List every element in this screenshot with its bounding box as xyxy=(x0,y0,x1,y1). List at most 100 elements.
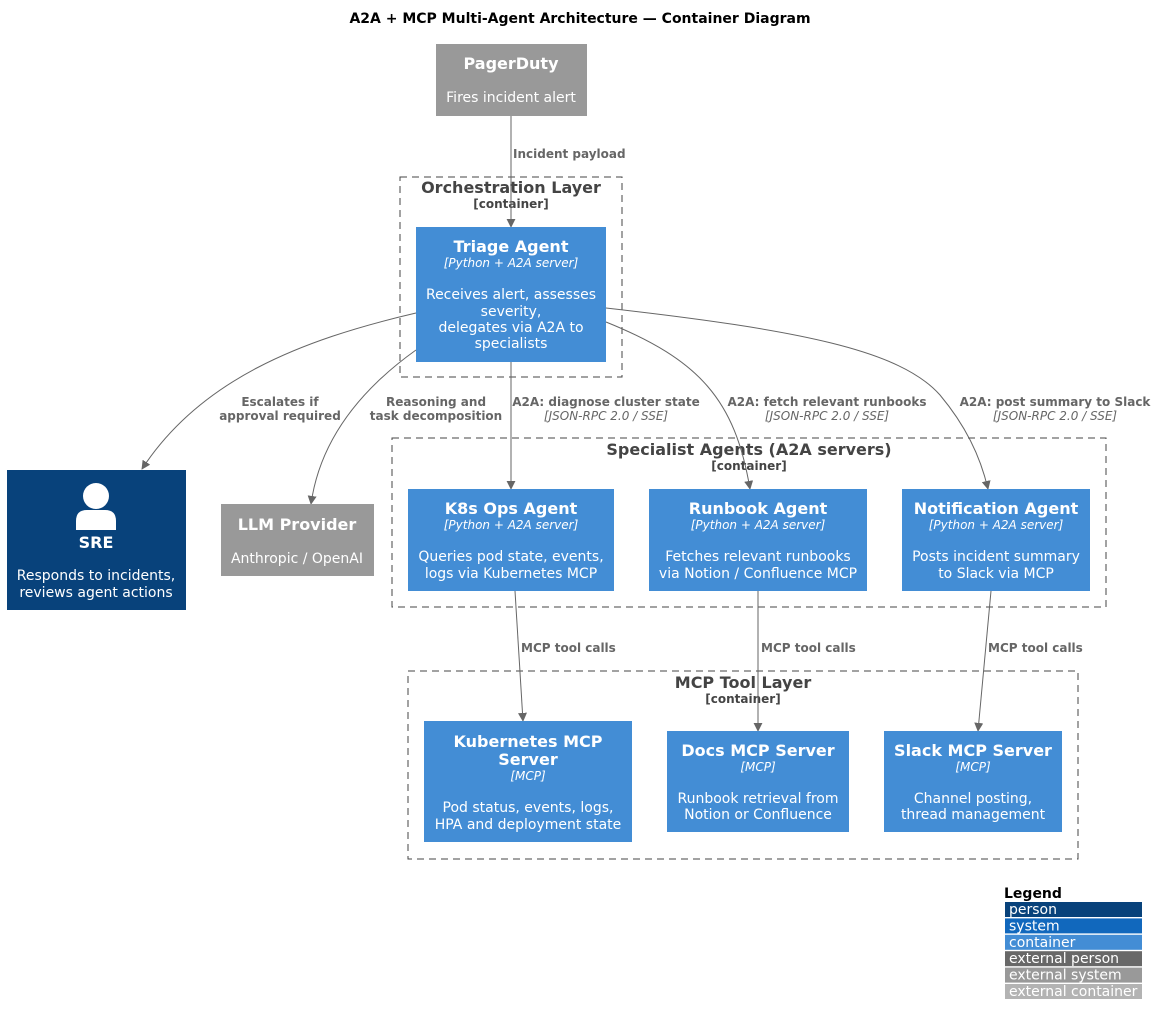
legend-label: external container xyxy=(1009,984,1138,1000)
node-notification-agent[interactable]: Notification Agent [Python + A2A server]… xyxy=(902,489,1090,591)
edge-label-line: MCP tool calls xyxy=(761,641,856,655)
boundary-subtitle: [container] xyxy=(711,459,786,473)
node-technology: [MCP] xyxy=(955,760,991,774)
node-title: Docs MCP Server xyxy=(681,741,834,760)
edge-label-line: A2A: fetch relevant runbooks xyxy=(728,395,927,409)
node-title: K8s Ops Agent xyxy=(445,499,578,518)
legend-item-external-person: external person xyxy=(1005,951,1142,967)
node-description: specialists xyxy=(475,336,548,352)
legend-label: system xyxy=(1009,918,1060,934)
edge-fetch xyxy=(605,321,754,490)
legend-item-external-container: external container xyxy=(1005,984,1142,1000)
edge-label-incident: Incident payload xyxy=(513,147,626,161)
node-title: Notification Agent xyxy=(914,499,1079,518)
edge-label-line: MCP tool calls xyxy=(988,641,1083,655)
edge-label-tech: [JSON-RPC 2.0 / SSE] xyxy=(544,409,669,423)
node-triage-agent[interactable]: Triage Agent [Python + A2A server] Recei… xyxy=(416,227,606,362)
legend-item-container: container xyxy=(1005,934,1142,951)
node-title: PagerDuty xyxy=(463,54,559,73)
node-description: severity, xyxy=(481,304,542,320)
node-technology: [Python + A2A server] xyxy=(691,518,826,532)
node-title: Triage Agent xyxy=(454,237,569,256)
node-description: Posts incident summary xyxy=(912,549,1080,565)
node-llm-provider[interactable]: LLM Provider Anthropic / OpenAI xyxy=(221,504,374,576)
edge-label-tech: [JSON-RPC 2.0 / SSE] xyxy=(993,409,1118,423)
node-technology: [Python + A2A server] xyxy=(444,518,579,532)
legend-label: external person xyxy=(1009,951,1119,967)
boundary-title: Specialist Agents (A2A servers) xyxy=(606,440,891,459)
boundary-specialist: Specialist Agents (A2A servers) [contain… xyxy=(391,437,1107,608)
node-k8s-ops-agent[interactable]: K8s Ops Agent [Python + A2A server] Quer… xyxy=(408,489,614,591)
node-technology: [MCP] xyxy=(510,769,546,783)
edge-label-line: Reasoning and xyxy=(386,395,486,409)
node-description: to Slack via MCP xyxy=(938,566,1054,582)
edge-label-line: approval required xyxy=(219,409,341,423)
node-kubernetes-mcp-server[interactable]: Kubernetes MCP Server [MCP] Pod status, … xyxy=(424,721,632,842)
boundary-title: MCP Tool Layer xyxy=(675,673,812,692)
legend-label: external system xyxy=(1009,968,1122,984)
edge-label-line: Escalates if xyxy=(241,395,319,409)
boundary-mcp: MCP Tool Layer [container] xyxy=(407,670,1079,860)
node-slack-mcp-server[interactable]: Slack MCP Server [MCP] Channel posting, … xyxy=(884,731,1062,832)
legend-swatch xyxy=(1005,951,1142,967)
edge-post xyxy=(605,307,991,490)
edge-label-mcp-slack: MCP tool calls xyxy=(988,641,1083,655)
edge-escalates xyxy=(141,312,417,470)
node-description: via Notion / Confluence MCP xyxy=(659,566,857,582)
node-sre[interactable]: SRE Responds to incidents, reviews agent… xyxy=(7,470,186,610)
node-title: LLM Provider xyxy=(238,515,357,534)
node-description: Pod status, events, logs, xyxy=(443,800,614,816)
edge-reasoning xyxy=(307,349,417,505)
edge-label-diagnose: A2A: diagnose cluster state [JSON-RPC 2.… xyxy=(512,395,700,423)
node-docs-mcp-server[interactable]: Docs MCP Server [MCP] Runbook retrieval … xyxy=(667,731,849,832)
node-description: Anthropic / OpenAI xyxy=(231,551,363,567)
edge-label-reasoning: Reasoning and task decomposition xyxy=(370,395,502,423)
edge-label-mcp-docs: MCP tool calls xyxy=(761,641,856,655)
node-description: reviews agent actions xyxy=(19,585,172,601)
legend-swatch xyxy=(1005,934,1142,950)
boundary-subtitle: [container] xyxy=(705,692,780,706)
legend-item-system: system xyxy=(1005,918,1142,934)
edge-label-line: task decomposition xyxy=(370,409,502,423)
node-description: Channel posting, xyxy=(914,791,1032,807)
edge-label-line: A2A: post summary to Slack xyxy=(960,395,1152,409)
node-description: thread management xyxy=(901,807,1046,823)
node-description: Responds to incidents, xyxy=(17,568,175,584)
node-description: Notion or Confluence xyxy=(684,807,832,823)
node-title: Kubernetes MCP xyxy=(454,732,603,751)
legend-swatch xyxy=(1005,967,1142,983)
node-description: Fires incident alert xyxy=(446,90,576,106)
person-icon xyxy=(76,483,116,530)
node-title: SRE xyxy=(79,533,114,552)
node-description: Fetches relevant runbooks xyxy=(665,549,850,565)
diagram-title: A2A + MCP Multi-Agent Architecture — Con… xyxy=(349,11,810,27)
node-description: Queries pod state, events, xyxy=(418,549,603,565)
edge-mcp-k8s xyxy=(514,590,527,722)
edge-label-line: A2A: diagnose cluster state xyxy=(512,395,700,409)
node-pagerduty[interactable]: PagerDuty Fires incident alert xyxy=(436,44,587,116)
legend-label: person xyxy=(1009,902,1057,918)
edge-label-mcp-k8s: MCP tool calls xyxy=(521,641,616,655)
node-description: logs via Kubernetes MCP xyxy=(425,566,597,582)
node-description: delegates via A2A to xyxy=(438,320,583,336)
edge-label-tech: [JSON-RPC 2.0 / SSE] xyxy=(765,409,890,423)
node-runbook-agent[interactable]: Runbook Agent [Python + A2A server] Fetc… xyxy=(649,489,867,591)
node-title: Runbook Agent xyxy=(689,499,828,518)
node-title: Slack MCP Server xyxy=(894,741,1052,760)
edge-mcp-slack xyxy=(974,590,992,732)
node-technology: [Python + A2A server] xyxy=(929,518,1064,532)
edge-label-line: MCP tool calls xyxy=(521,641,616,655)
node-technology: [MCP] xyxy=(740,760,776,774)
edge-labels: Incident payload Escalates if approval r… xyxy=(219,147,1151,655)
node-description: Receives alert, assesses xyxy=(426,287,596,303)
edges xyxy=(141,116,992,732)
edge-label-fetch: A2A: fetch relevant runbooks [JSON-RPC 2… xyxy=(728,395,927,423)
node-description: HPA and deployment state xyxy=(435,817,622,833)
edge-label-post: A2A: post summary to Slack [JSON-RPC 2.0… xyxy=(960,395,1152,423)
edge-label-line: Incident payload xyxy=(513,147,626,161)
legend-title: Legend xyxy=(1004,886,1062,902)
edge-label-escalates: Escalates if approval required xyxy=(219,395,341,423)
legend-swatch xyxy=(1005,984,1142,999)
node-title: Server xyxy=(498,750,558,769)
